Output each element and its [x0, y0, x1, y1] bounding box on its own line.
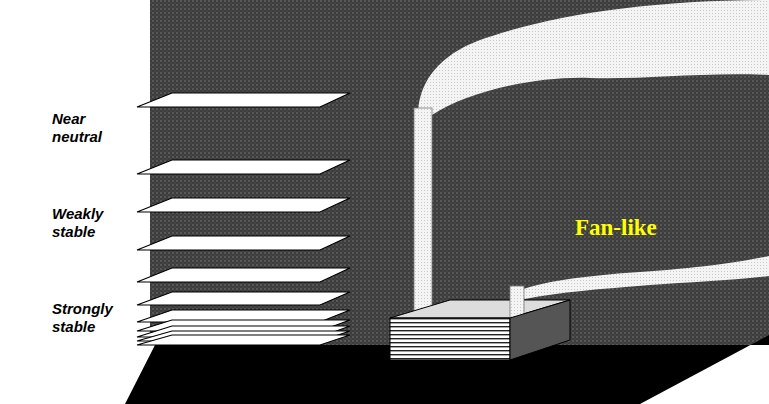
- stability-planes: [137, 93, 350, 345]
- stability-label: Weakly stable: [52, 205, 126, 241]
- stability-label: Near neutral: [52, 110, 126, 146]
- building-side: [510, 300, 570, 360]
- stability-label: Strongly stable: [52, 300, 126, 336]
- tall-stack: [414, 108, 432, 323]
- fan-plume: [515, 256, 769, 299]
- building-front: [390, 318, 510, 360]
- plume-type-label: Fan-like: [575, 215, 695, 241]
- looping-plume: [418, 0, 769, 115]
